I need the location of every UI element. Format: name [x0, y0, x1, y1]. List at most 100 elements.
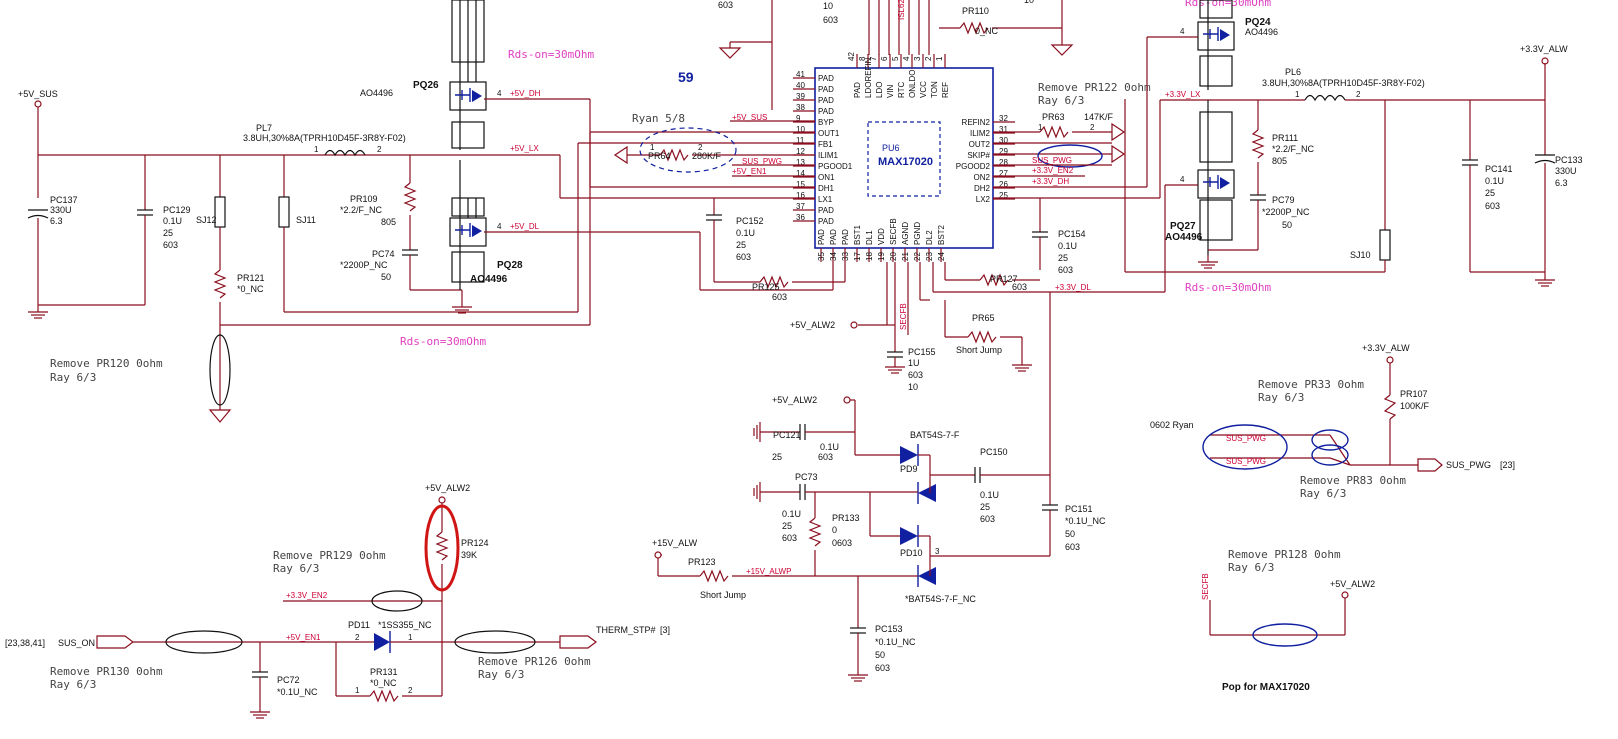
capacitor-pc141[interactable] — [1462, 159, 1478, 166]
ic-part: MAX17020 — [878, 156, 933, 168]
ray-pr120-note: Ray 6/3 — [50, 371, 96, 384]
capacitor-pc151[interactable] — [1042, 504, 1058, 511]
mosfet-pq26[interactable] — [449, 0, 487, 150]
mosfet-pq24[interactable] — [1197, 0, 1235, 90]
pc151-label: PC151 — [1065, 504, 1093, 514]
sj12-label: SJ12 — [196, 215, 217, 225]
net-5v-dh: +5V_DH — [510, 89, 541, 98]
capacitor-pc152[interactable] — [706, 214, 722, 221]
sus-pwg-port — [1417, 458, 1443, 472]
ic-pin-number: 5 — [891, 56, 900, 61]
jumper-sj10[interactable] — [1379, 229, 1391, 261]
diode-pd11[interactable] — [374, 631, 391, 653]
pc151-size: 603 — [1065, 542, 1080, 552]
pl7-value: 3.8UH,30%8A(TPRH10D45F-3R8Y-F02) — [243, 133, 406, 143]
resistor-pr121[interactable] — [213, 269, 227, 299]
pc133-voltage: 6.3 — [1555, 178, 1568, 188]
pr65-label: PR65 — [972, 313, 995, 323]
pr133-size: 0603 — [832, 538, 852, 548]
resistor-pr110[interactable] — [959, 21, 989, 35]
pc153-size: 603 — [875, 663, 890, 673]
resistor-pr123[interactable] — [699, 569, 729, 583]
ic-pin-number: 1 — [935, 56, 944, 61]
resistor-pr107[interactable] — [1383, 394, 1397, 420]
resistor-pr109[interactable] — [403, 182, 417, 212]
ic-pin-number: 35 — [817, 252, 826, 261]
capacitor-pc153[interactable] — [850, 627, 866, 634]
pd10-label: PD10 — [900, 548, 923, 558]
ic-pin-name: DL2 — [925, 230, 934, 245]
resistor-pr125[interactable] — [759, 275, 789, 289]
ic-pin-number: 9 — [796, 114, 801, 123]
svg-text:2: 2 — [408, 686, 413, 695]
capacitor-pc155[interactable] — [887, 351, 903, 358]
mosfet-pq27[interactable] — [1197, 100, 1235, 255]
ic-pin-number: 15 — [796, 180, 805, 189]
pr131-label: PR131 — [370, 667, 398, 677]
ic-pin-name: DH1 — [818, 184, 835, 193]
pr128-ellipse — [1252, 623, 1318, 647]
pr127-label: PR127 — [990, 274, 1018, 284]
resistor-pr64[interactable] — [659, 148, 689, 162]
ic-pin-name: PAD — [817, 229, 826, 245]
ic-pin-number: 6 — [880, 56, 889, 61]
inductor-pl7[interactable] — [324, 149, 366, 157]
mosfet-pq28[interactable] — [449, 160, 487, 290]
resistor-pr131[interactable] — [369, 689, 399, 703]
capacitor-pc73[interactable] — [799, 484, 806, 500]
ic-pu6[interactable]: PU6 MAX17020 — [814, 67, 994, 249]
ic-pin-name: VDD — [877, 228, 886, 245]
sus-pwg-ref: [23] — [1500, 460, 1515, 470]
ic-pin-number: 19 — [877, 252, 886, 261]
capacitor-pc137[interactable] — [27, 209, 49, 305]
pc137-voltage: 6.3 — [50, 216, 63, 226]
ic-pin-number: 13 — [796, 158, 805, 167]
resistor-pr111[interactable] — [1251, 129, 1265, 159]
ray-pr83-note: Ray 6/3 — [1300, 487, 1346, 500]
pc79-label: PC79 — [1272, 195, 1295, 205]
ground-symbol-10 — [250, 711, 270, 719]
ic-pin-name: SKIP# — [967, 151, 990, 160]
svg-text:1: 1 — [408, 633, 413, 642]
ryan-0602-note: 0602 Ryan — [1150, 420, 1194, 430]
pr111-value: *2.2/F_NC — [1272, 144, 1315, 154]
capacitor-pc72[interactable] — [252, 671, 268, 678]
pc79-voltage: 50 — [1282, 220, 1292, 230]
ic-pin-number: 24 — [937, 252, 946, 261]
jumper-sj11[interactable] — [278, 196, 290, 228]
capacitor-pc133[interactable] — [1534, 154, 1556, 164]
pc137-value: 330U — [50, 205, 72, 215]
pc152-voltage: 25 — [736, 240, 746, 250]
ic-pin-number: 25 — [999, 191, 1008, 200]
ic-pin-number: 21 — [901, 252, 910, 261]
inductor-pl6[interactable] — [1304, 94, 1346, 102]
capacitor-pc121[interactable] — [799, 424, 806, 440]
resistor-pr65[interactable] — [967, 330, 997, 344]
pr125-size: 603 — [772, 292, 787, 302]
capacitor-pc129[interactable] — [137, 209, 153, 216]
ic-pin-number: 18 — [865, 252, 874, 261]
net-5v-en1: +5V_EN1 — [732, 167, 767, 176]
capacitor-pc74[interactable] — [402, 249, 418, 256]
pr63-value: 147K/F — [1084, 112, 1114, 122]
ic-pin-number: 28 — [999, 158, 1008, 167]
ic-pin-name: FB1 — [818, 140, 833, 149]
resistor-pr124[interactable] — [435, 531, 449, 561]
pr130-ellipse — [165, 630, 243, 654]
ic-pin-name: SECFB — [889, 218, 898, 245]
resistor-pr63[interactable] — [1039, 125, 1069, 139]
resistor-pr133[interactable] — [808, 517, 822, 547]
svg-text:2: 2 — [355, 633, 360, 642]
rds-note-mid: Rds-on=30mOhm — [400, 335, 486, 348]
diode-pd10[interactable] — [900, 525, 936, 587]
capacitor-pc154[interactable] — [1032, 231, 1048, 238]
resistor-pr127[interactable] — [979, 273, 1009, 287]
pc129-voltage: 25 — [163, 228, 173, 238]
ic-pin-number: 11 — [796, 136, 805, 145]
net-5v-sus-in: +5V_SUS — [732, 113, 767, 122]
ic-pin-number: 40 — [796, 81, 805, 90]
net-15v-alwp: +15V_ALWP — [746, 567, 791, 576]
top-10b-label: 10 — [1024, 0, 1034, 5]
capacitor-pc79[interactable] — [1250, 194, 1266, 201]
capacitor-pc150[interactable] — [974, 467, 981, 483]
